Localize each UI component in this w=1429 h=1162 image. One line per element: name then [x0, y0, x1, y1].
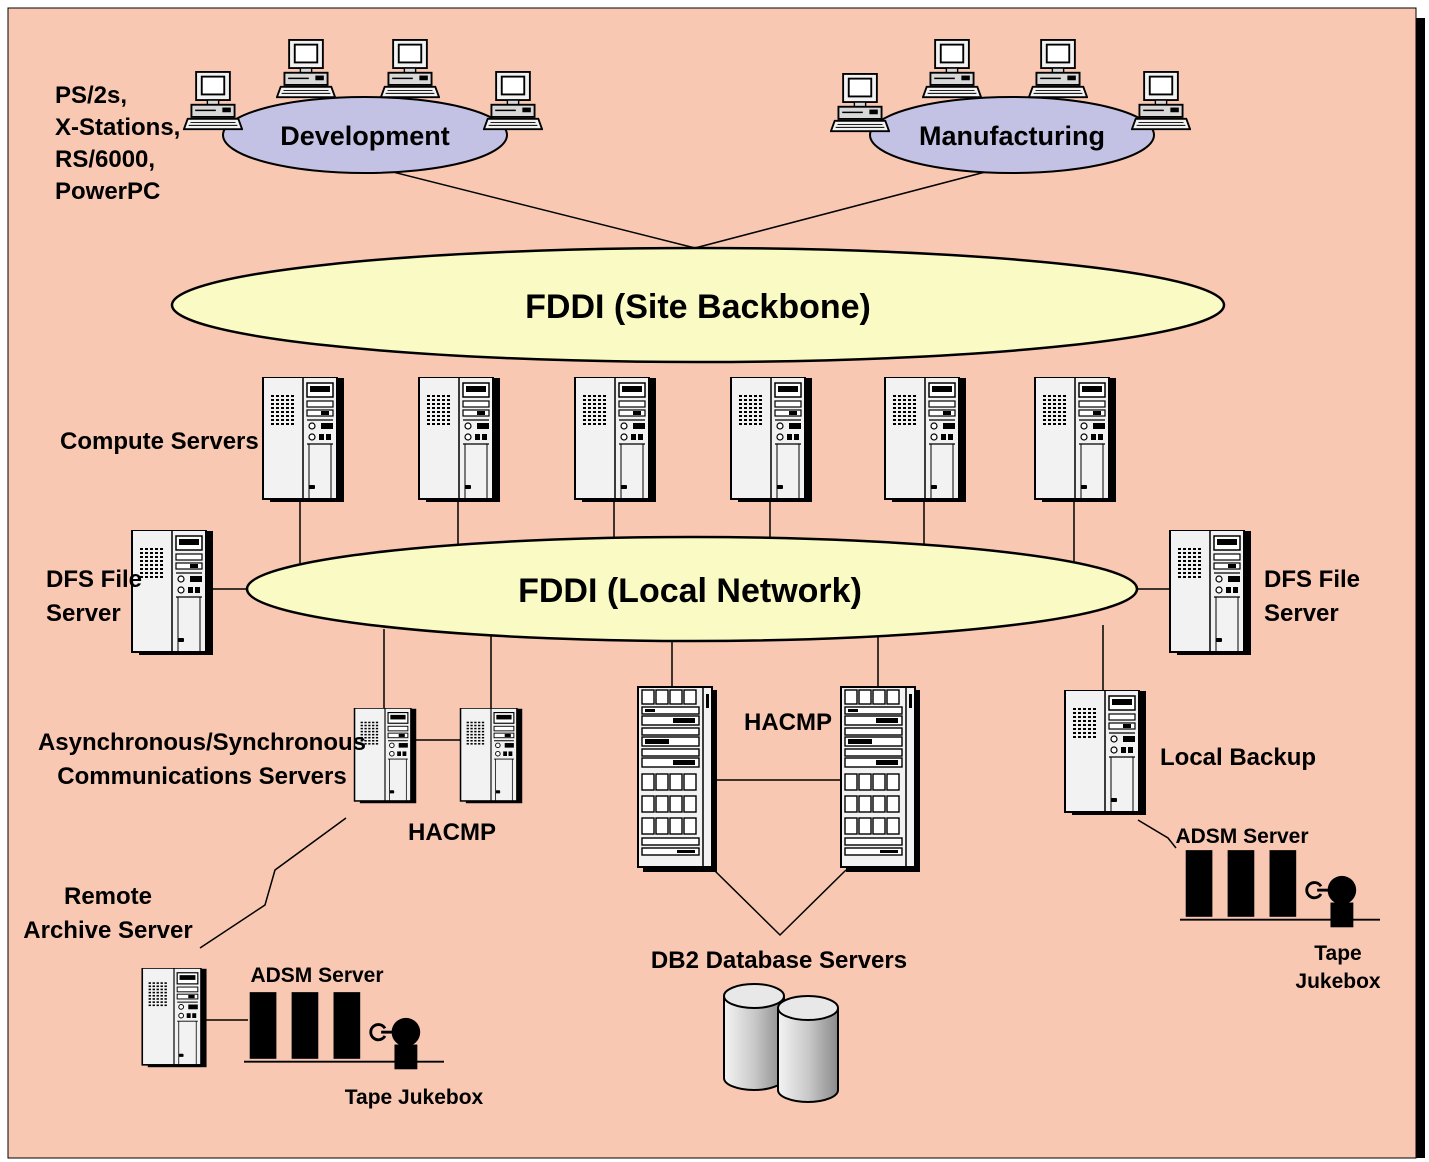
- remote-adsm-label: ADSM Server: [250, 964, 383, 987]
- tower-server-icon: [574, 377, 657, 503]
- local-network-label: FDDI (Local Network): [518, 572, 862, 610]
- db-hacmp-label: HACMP: [744, 709, 832, 736]
- local-adsm-label: ADSM Server: [1175, 825, 1308, 848]
- dfs-right-label-line: Server: [1264, 600, 1339, 627]
- remote-archive-server-icon: [141, 968, 208, 1068]
- tower-server-icon: [262, 377, 345, 503]
- remote-jukebox-label: Tape Jukebox: [345, 1086, 484, 1109]
- comm-hacmp-label: HACMP: [408, 819, 496, 846]
- compute-servers-label: Compute Servers: [60, 428, 259, 455]
- db2-rack-server-2-icon: [840, 686, 920, 872]
- dfs-left-label-line: Server: [46, 600, 121, 627]
- dfs-left-server-icon: [131, 530, 214, 656]
- site-backbone-label: FDDI (Site Backbone): [525, 288, 871, 326]
- database-cylinder-icon: [777, 995, 839, 1103]
- clients-label-line: PS/2s,: [55, 82, 127, 109]
- page-shadow: [1416, 18, 1425, 1158]
- tower-server-icon: [418, 377, 501, 503]
- db2-rack-server-1-icon: [637, 686, 717, 872]
- clients-label-line: PowerPC: [55, 178, 160, 205]
- local-jukebox-label-line: Jukebox: [1295, 970, 1381, 993]
- manufacturing-ring: [869, 96, 1155, 174]
- tower-server-icon: [884, 377, 967, 503]
- local-jukebox-label-line: Tape: [1314, 942, 1361, 965]
- site-backbone-ring: [170, 246, 1226, 364]
- database-cylinder-icon: [723, 983, 785, 1091]
- clients-label-line: X-Stations,: [55, 114, 180, 141]
- local-backup-server-icon: [1064, 690, 1147, 816]
- tower-server-icon: [730, 377, 813, 503]
- comm-servers-label-line: Communications Servers: [57, 763, 346, 790]
- dfs-right-server-icon: [1169, 530, 1252, 656]
- clients-label: PS/2s, X-Stations, RS/6000, PowerPC: [55, 82, 180, 205]
- manufacturing-label: Manufacturing: [919, 121, 1105, 151]
- dfs-right-label-line: DFS File: [1264, 566, 1360, 593]
- remote-archive-label-line: Archive Server: [23, 917, 192, 944]
- clients-label-line: RS/6000,: [55, 146, 155, 173]
- db-servers-label: DB2 Database Servers: [651, 947, 907, 974]
- comm-servers-label-line: Asynchronous/Synchronous: [38, 729, 366, 756]
- comm-server-2-icon: [459, 708, 523, 804]
- local-backup-label: Local Backup: [1160, 744, 1316, 771]
- development-label: Development: [280, 121, 450, 151]
- tower-server-icon: [1034, 377, 1117, 503]
- dfs-left-label-line: DFS File: [46, 566, 142, 593]
- local-network-ring: [245, 535, 1139, 643]
- development-ring: [222, 96, 508, 174]
- connection-lines: [199, 164, 1177, 1021]
- remote-archive-label-line: Remote: [64, 883, 152, 910]
